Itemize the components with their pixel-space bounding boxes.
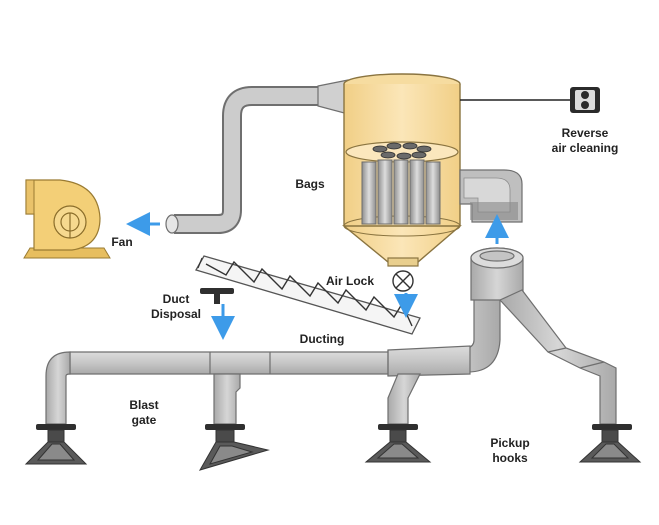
flow-arrows <box>126 212 509 340</box>
blast-gate <box>592 424 632 430</box>
pickup-hood <box>24 429 88 465</box>
blast-gate <box>205 424 245 430</box>
fan-label: Fan <box>111 235 132 249</box>
fan-unit <box>23 179 111 259</box>
duct-disposal-valve <box>200 288 234 304</box>
reverse-air-unit-icon <box>570 87 600 113</box>
blast-gate <box>36 424 76 430</box>
side-plenum <box>459 169 523 223</box>
screw-conveyor <box>195 255 421 335</box>
bags-label: Bags <box>295 177 325 191</box>
ducting-label: Ducting <box>300 332 345 346</box>
pickup-hoods <box>24 429 642 471</box>
pickup-hooks-label-2: hooks <box>492 451 528 465</box>
filter-bag <box>409 159 425 225</box>
filter-bag <box>377 159 393 225</box>
blast-gate <box>378 424 418 430</box>
pickup-hood <box>578 429 642 463</box>
filter-bags <box>361 142 441 225</box>
filter-bag <box>361 161 377 225</box>
reverse-air-label-2: air cleaning <box>552 141 619 155</box>
air-lock-valve-icon <box>392 270 414 292</box>
main-ducting <box>45 247 617 425</box>
pickup-hood <box>198 429 270 471</box>
pickup-hooks-label-1: Pickup <box>490 436 529 450</box>
filter-bag <box>393 159 409 225</box>
blast-gates <box>36 424 632 430</box>
bag-tops <box>372 142 432 160</box>
reverse-air-label-1: Reverse <box>562 126 609 140</box>
pickup-hood <box>364 429 432 463</box>
duct-disposal-label-1: Duct <box>163 292 190 306</box>
filter-bag <box>425 161 441 225</box>
blast-gate-label-1: Blast <box>129 398 158 412</box>
duct-disposal-label-2: Disposal <box>151 307 201 321</box>
air-lock-label: Air Lock <box>326 274 374 288</box>
blast-gate-label-2: gate <box>132 413 157 427</box>
inlet-duct <box>165 79 349 234</box>
